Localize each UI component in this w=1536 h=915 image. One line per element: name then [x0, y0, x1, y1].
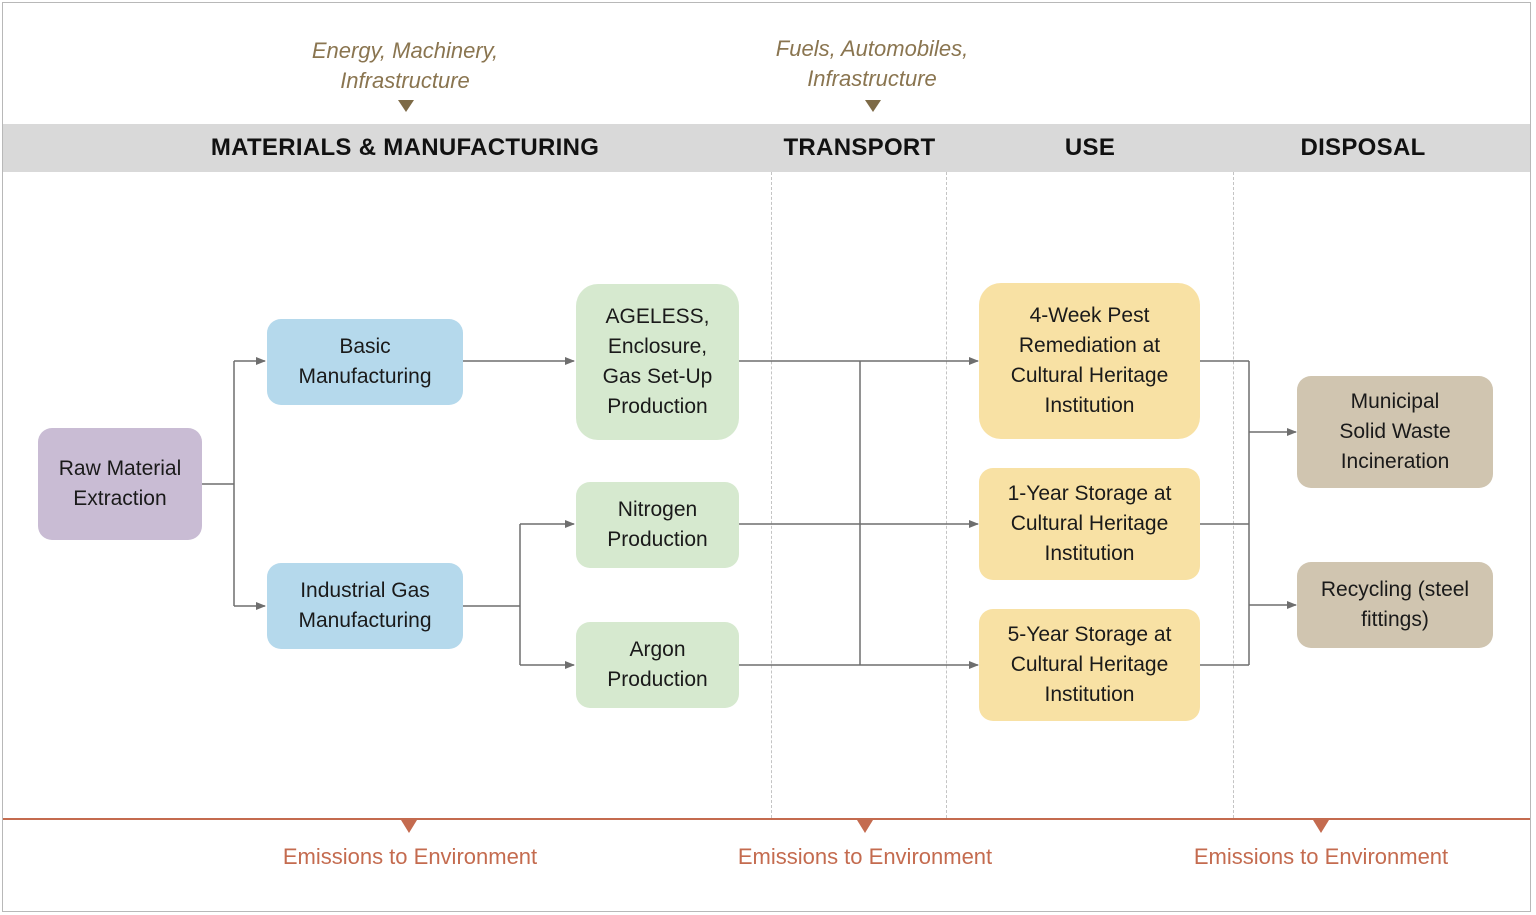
- node-label-line: 4-Week Pest: [1029, 304, 1150, 327]
- node-label-line: Gas Set-Up: [602, 365, 713, 388]
- emissions-line: [3, 818, 1530, 820]
- node-label-line: Nitrogen: [617, 498, 698, 521]
- emission-arrow-icon: [857, 820, 873, 833]
- node-label-line: Production: [607, 395, 708, 418]
- node-label-line: Incineration: [1340, 450, 1450, 473]
- node-label-line: Manufacturing: [298, 365, 432, 388]
- node-label-line: fittings): [1361, 608, 1429, 631]
- node-label-line: Institution: [1044, 542, 1135, 565]
- node-label-line: Manufacturing: [298, 609, 432, 632]
- input-arrow-icon: [865, 100, 881, 112]
- node-label-line: Institution: [1044, 683, 1135, 706]
- node-label-line: Basic: [339, 335, 391, 358]
- node-label-line: Production: [607, 528, 708, 551]
- input-arrow-icon: [398, 100, 414, 112]
- input-note-line: Fuels, Automobiles,: [775, 36, 969, 61]
- node-label-line: Institution: [1044, 394, 1135, 417]
- node-label-line: 1-Year Storage at: [1007, 482, 1172, 505]
- stage-disposal: DISPOSAL: [1300, 134, 1426, 161]
- stage-divider: [1233, 172, 1234, 818]
- stage-materials: MATERIALS & MANUFACTURING: [210, 134, 600, 161]
- node-label-line: Remediation at: [1018, 334, 1161, 357]
- node-label-line: Argon: [629, 638, 686, 661]
- input-note-transport: Fuels, Automobiles, Infrastructure: [722, 34, 1022, 94]
- stage-header-bar: [3, 124, 1530, 172]
- emissions-label-materials: Emissions to Environment: [282, 844, 538, 869]
- node-label-line: Extraction: [73, 487, 167, 510]
- node-label-line: Production: [607, 668, 708, 691]
- node-label-line: AGELESS,: [605, 305, 710, 328]
- emission-arrow-icon: [1313, 820, 1329, 833]
- emission-arrow-icon: [401, 820, 417, 833]
- input-note-line: Energy, Machinery,: [311, 38, 499, 63]
- node-label-line: Solid Waste: [1339, 420, 1451, 443]
- stage-divider: [771, 172, 772, 818]
- input-note-line: Infrastructure: [807, 66, 937, 91]
- node-label-line: Enclosure,: [607, 335, 708, 358]
- node-label-line: 5-Year Storage at: [1007, 623, 1172, 646]
- node-label-line: Municipal: [1350, 390, 1440, 413]
- node-label-line: Industrial Gas: [300, 579, 430, 602]
- input-note-line: Infrastructure: [340, 68, 470, 93]
- connector-industrial-split: [463, 524, 521, 665]
- stage-transport: TRANSPORT: [783, 134, 936, 161]
- node-recycling-steel-fittings: Recycling (steel fittings): [1297, 562, 1493, 648]
- stage-use: USE: [1064, 134, 1116, 161]
- node-label-line: Cultural Heritage: [1010, 512, 1169, 535]
- emissions-label-disposal: Emissions to Environment: [1193, 844, 1449, 869]
- node-label-line: Recycling (steel: [1320, 578, 1470, 601]
- node-label-line: Cultural Heritage: [1010, 653, 1169, 676]
- input-note-materials: Energy, Machinery, Infrastructure: [255, 36, 555, 96]
- node-label-line: Raw Material: [58, 457, 182, 480]
- node-label-line: Cultural Heritage: [1010, 364, 1169, 387]
- emissions-label-transport: Emissions to Environment: [737, 844, 993, 869]
- connector-raw-split: [202, 361, 235, 606]
- stage-divider: [946, 172, 947, 818]
